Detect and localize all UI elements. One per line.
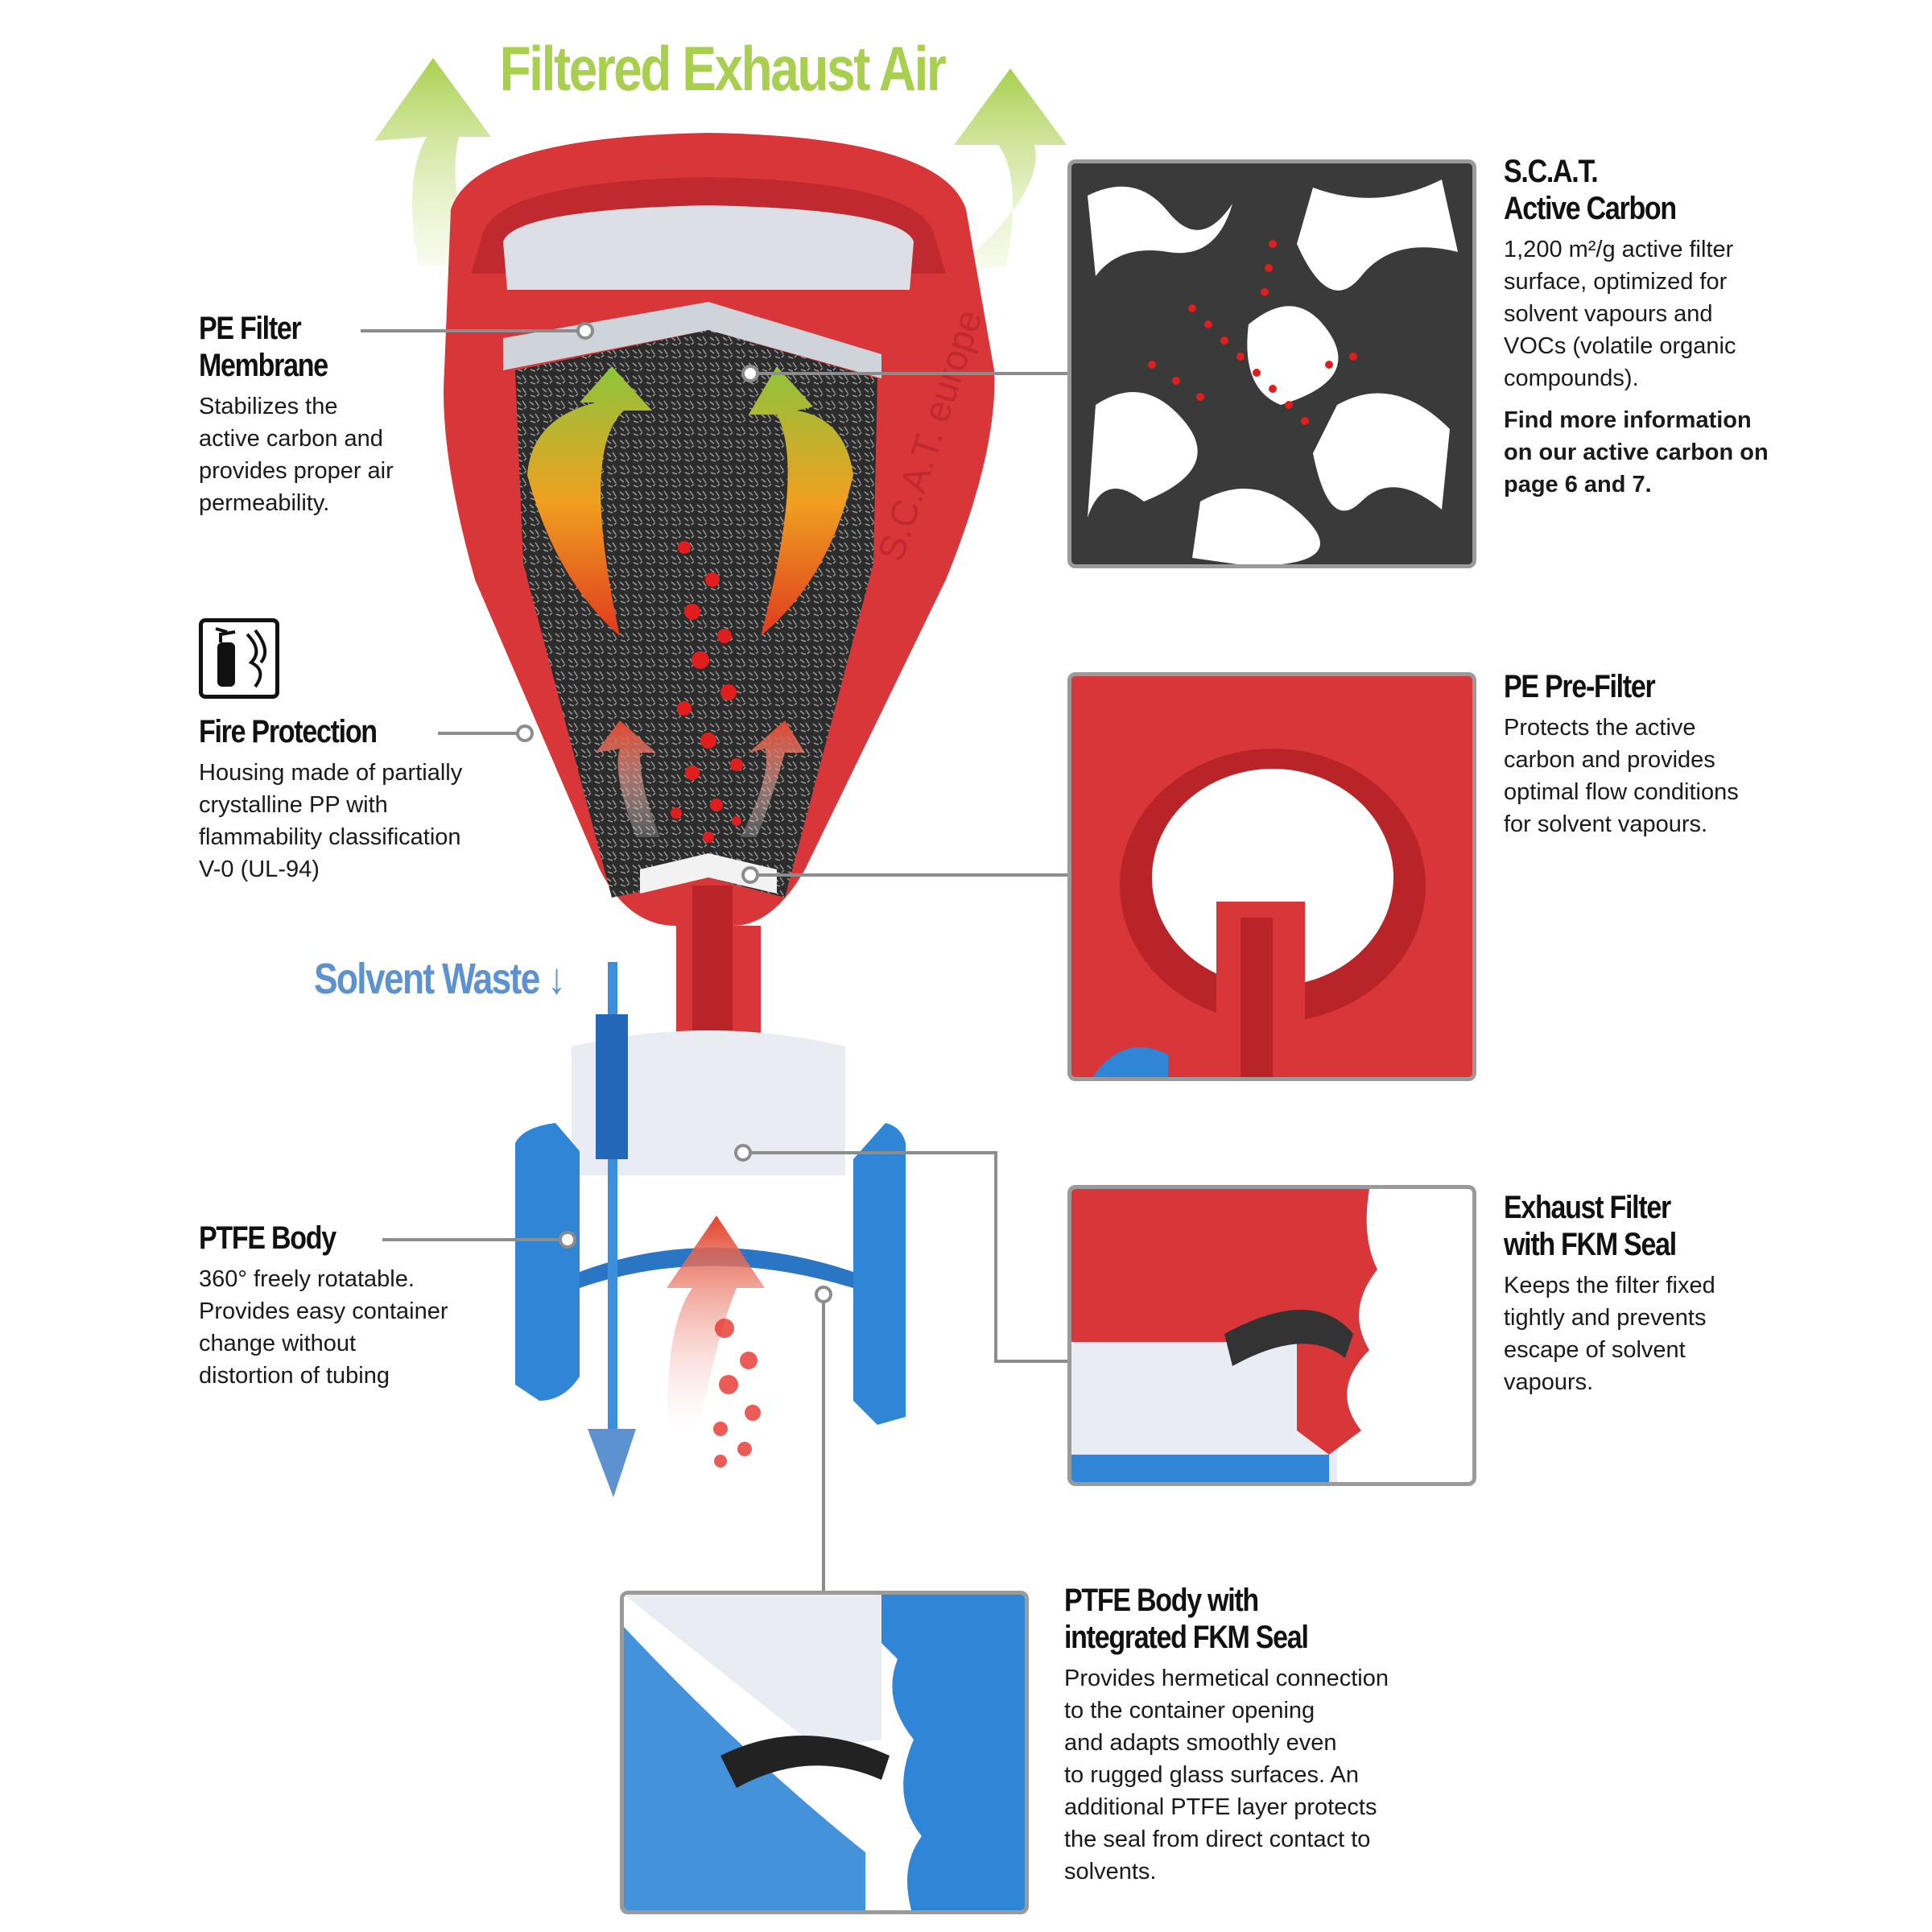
inset-exhaust-filter <box>1067 1185 1476 1486</box>
ptfe-body-text: Provides easy container <box>199 1298 448 1324</box>
callout-active-carbon: S.C.A.T. Active Carbon 1,200 m²/g active… <box>1504 153 1769 501</box>
exhaust-text: tightly and prevents <box>1504 1305 1707 1331</box>
ptfe-seal-text: Provides hermetical connection <box>1064 1666 1389 1691</box>
callout-exhaust-filter: Exhaust Filter with FKM Seal Keeps the f… <box>1504 1189 1715 1398</box>
fire-text: crystalline PP with <box>199 792 388 818</box>
pe-filter-text: active carbon and <box>199 426 383 452</box>
label-solvent-waste: Solvent Waste ↓ <box>314 954 566 1004</box>
exhaust-text: vapours. <box>1504 1369 1594 1395</box>
ptfe-body-text: 360° freely rotatable. <box>199 1266 415 1292</box>
prefilter-text: carbon and provides <box>1504 747 1715 773</box>
callout-fire-protection: Fire Protection Housing made of partiall… <box>199 713 462 886</box>
prefilter-text: Protects the active <box>1504 715 1696 741</box>
prefilter-heading: PE Pre-Filter <box>1504 669 1656 704</box>
carbon-text: 1,200 m²/g active filter <box>1504 237 1734 262</box>
pe-filter-heading-1: PE Filter <box>199 311 302 346</box>
carbon-more-info: Find more information <box>1504 407 1752 433</box>
ptfe-seal-heading-1: PTFE Body with <box>1064 1583 1259 1618</box>
carbon-text: compounds). <box>1504 365 1639 391</box>
ptfe-body-text: distortion of tubing <box>199 1363 390 1389</box>
fire-text: Housing made of partially <box>199 760 463 786</box>
pe-filter-membrane <box>503 205 914 290</box>
down-arrow-icon: ↓ <box>539 955 565 1003</box>
prefilter-text: optimal flow conditions <box>1504 779 1739 805</box>
exhaust-text: Keeps the filter fixed <box>1504 1273 1715 1298</box>
ptfe-seal-text: and adapts smoothly even <box>1064 1730 1337 1756</box>
pe-filter-heading-2: Membrane <box>199 348 328 383</box>
carbon-more-info: page 6 and 7. <box>1504 472 1652 497</box>
ptfe-seal-heading-2: integrated FKM Seal <box>1064 1620 1309 1655</box>
fire-extinguisher-icon <box>199 618 279 699</box>
inset-active-carbon <box>1067 159 1476 568</box>
ptfe-body-cap <box>515 1123 580 1401</box>
ptfe-body-heading: PTFE Body <box>199 1220 336 1256</box>
exhaust-heading-1: Exhaust Filter <box>1504 1190 1671 1225</box>
callout-pe-filter-membrane: PE Filter Membrane Stabilizes the active… <box>199 310 394 519</box>
fire-heading: Fire Protection <box>199 714 378 749</box>
pe-prefilter <box>640 853 777 894</box>
ptfe-seal-text: to the container opening <box>1064 1698 1315 1724</box>
carbon-text: surface, optimized for <box>1504 269 1728 295</box>
fire-text: V-0 (UL-94) <box>199 857 320 882</box>
callout-ptfe-seal: PTFE Body with integrated FKM Seal Provi… <box>1064 1582 1389 1888</box>
carbon-text: VOCs (volatile organic <box>1504 333 1736 359</box>
callout-ptfe-body: PTFE Body 360° freely rotatable. Provide… <box>199 1220 448 1392</box>
carbon-more-info: on our active carbon on <box>1504 440 1769 465</box>
inset-pe-prefilter <box>1067 672 1476 1081</box>
ptfe-body-text: change without <box>199 1331 357 1356</box>
exhaust-text: escape of solvent <box>1504 1337 1686 1363</box>
ptfe-seal-text: the seal from direct contact to <box>1064 1827 1371 1852</box>
carbon-heading-2: Active Carbon <box>1504 191 1677 226</box>
pe-filter-text: permeability. <box>199 490 330 516</box>
carbon-heading-1: S.C.A.T. <box>1504 154 1599 189</box>
exhaust-arrow-left <box>374 58 491 266</box>
ptfe-seal-text: additional PTFE layer protects <box>1064 1794 1377 1820</box>
exhaust-arrow-right <box>950 68 1067 274</box>
leader-exhaust <box>743 1151 1067 1363</box>
ptfe-seal-text: solvents. <box>1064 1859 1157 1885</box>
carbon-text: solvent vapours and <box>1504 301 1713 327</box>
title-filtered-exhaust-air: Filtered Exhaust Air <box>499 33 947 104</box>
solvent-waste-text: Solvent Waste <box>314 955 540 1003</box>
exhaust-heading-2: with FKM Seal <box>1504 1227 1677 1262</box>
prefilter-text: for solvent vapours. <box>1504 811 1708 837</box>
inset-ptfe-seal <box>620 1591 1029 1914</box>
fire-text: flammability classification <box>199 824 461 850</box>
ptfe-seal-text: to rugged glass surfaces. An <box>1064 1762 1359 1788</box>
pe-filter-text: provides proper air <box>199 458 394 484</box>
pe-filter-text: Stabilizes the <box>199 394 338 419</box>
callout-pe-prefilter: PE Pre-Filter Protects the active carbon… <box>1504 668 1739 840</box>
